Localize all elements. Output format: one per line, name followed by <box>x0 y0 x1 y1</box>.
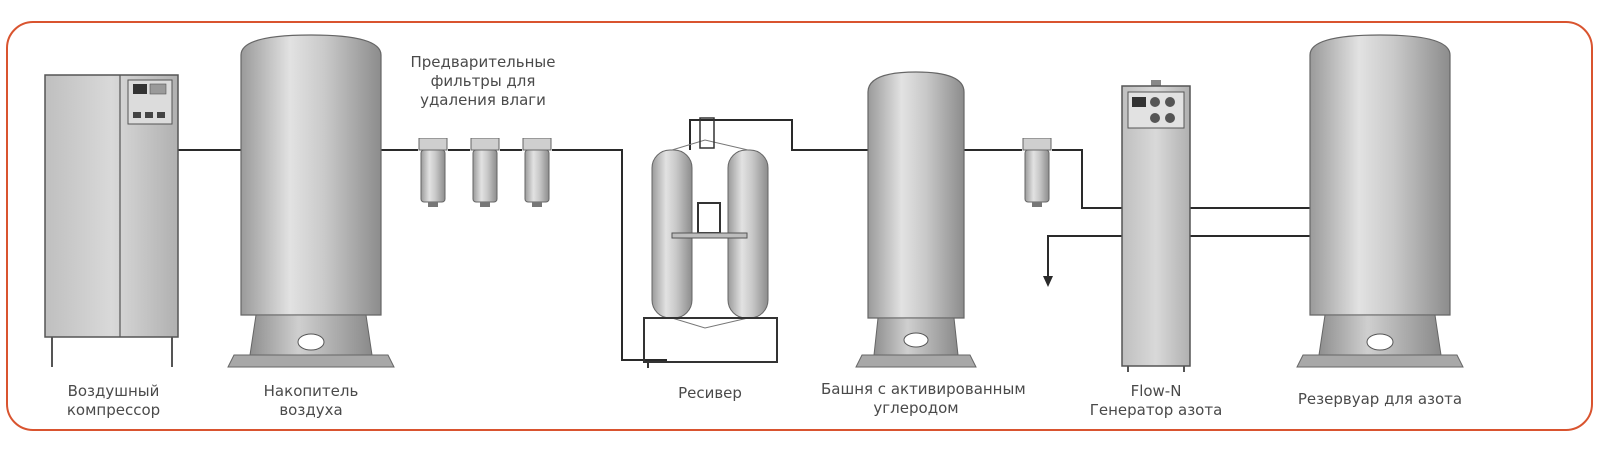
compressor-label-line-1: Воздушный <box>67 382 160 400</box>
generator-label-line-1: Flow-N <box>1130 382 1182 400</box>
carbon-tower-icon <box>855 71 977 368</box>
diagram-frame <box>6 21 1593 431</box>
carbon-tower-label-line-2: углеродом <box>873 399 959 417</box>
prefilters-label-line-3: удаления влаги <box>420 91 546 109</box>
compressor-label-line-2: компрессор <box>66 401 161 419</box>
receiver-label: Ресивер <box>640 384 780 403</box>
generator-label-line-2: Генератор азота <box>1089 401 1223 419</box>
air-compressor-icon <box>44 74 179 367</box>
generator-label: Flow-N Генератор азота <box>1076 382 1236 420</box>
nitrogen-tank-icon <box>1296 34 1464 368</box>
prefilters-label-line-1: Предварительные <box>410 53 556 71</box>
carbon-tower-label-line-1: Башня с активированным <box>821 380 1026 398</box>
air-storage-label-line-1: Накопитель <box>263 382 359 400</box>
filter-housing-icon <box>418 138 552 208</box>
air-storage-label-line-2: воздуха <box>279 401 343 419</box>
carbon-tower-label: Башня с активированным углеродом <box>821 380 1026 418</box>
nitrogen-generator-icon <box>1121 80 1191 372</box>
nitrogen-tank-label-line-1: Резервуар для азота <box>1297 390 1463 408</box>
filter-housing-icon <box>1022 138 1052 208</box>
nitrogen-tank-label: Резервуар для азота <box>1285 390 1475 409</box>
twin-tower-receiver-icon <box>643 117 778 368</box>
air-storage-label: Накопитель воздуха <box>236 382 386 420</box>
receiver-label-line-1: Ресивер <box>678 384 742 402</box>
prefilters-label-line-2: фильтры для <box>430 72 536 90</box>
prefilters-label: Предварительные фильтры для удаления вла… <box>398 53 568 110</box>
air-storage-tank-icon <box>227 34 395 368</box>
compressor-label: Воздушный компрессор <box>41 382 186 420</box>
